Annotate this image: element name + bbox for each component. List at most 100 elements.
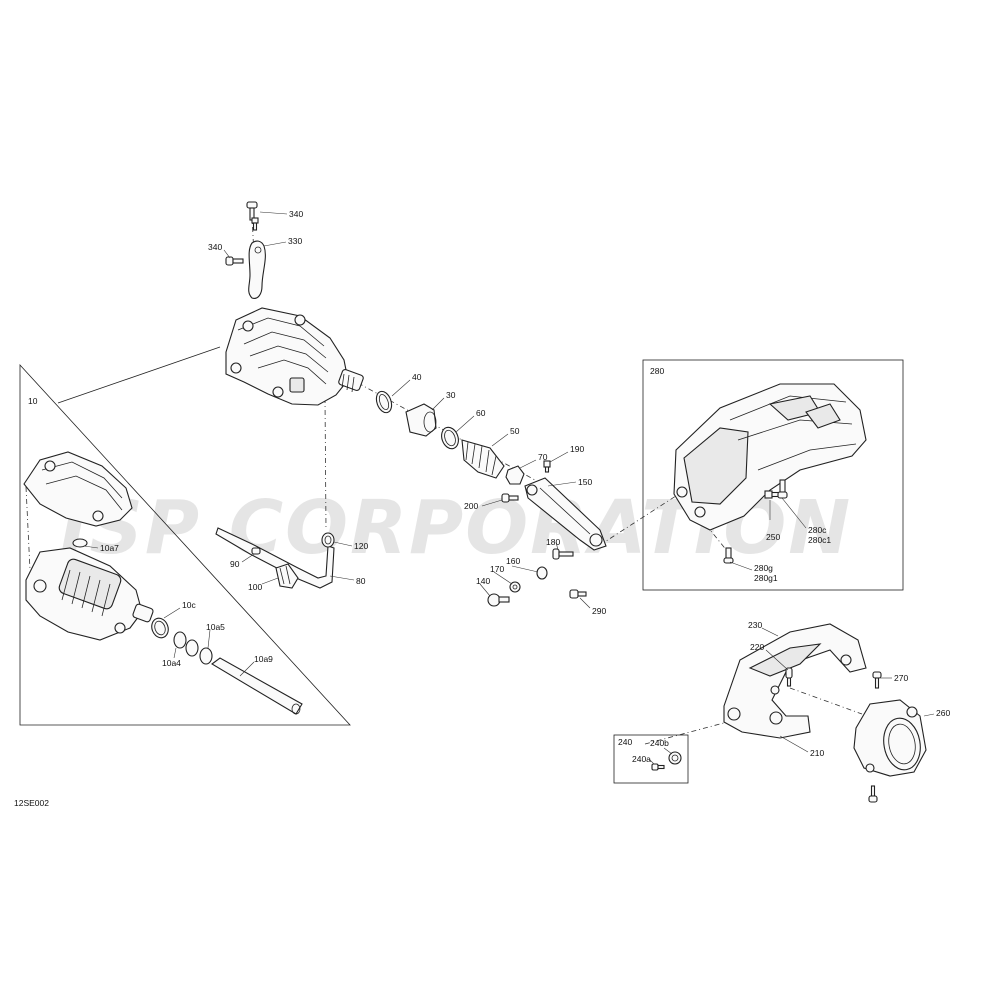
inset-pointer-line	[57, 346, 221, 404]
leader-210	[779, 735, 809, 753]
boot-100	[275, 563, 299, 589]
washer-230	[770, 685, 780, 695]
ring-10c-inner	[154, 620, 166, 636]
leader-90	[241, 553, 255, 563]
label-280c: 280c	[808, 525, 827, 535]
leader-30	[431, 397, 445, 411]
link-rod-150	[524, 477, 607, 551]
label-340-side: 340	[208, 242, 222, 252]
inset-shaft-spline	[132, 603, 154, 623]
axis-line-240	[644, 719, 736, 745]
label-280c1: 280c1	[808, 535, 831, 545]
label-180: 180	[546, 537, 560, 547]
label-190: 190	[570, 444, 584, 454]
leader-330	[263, 241, 287, 247]
label-100: 100	[248, 582, 262, 592]
screw-340-top	[246, 201, 258, 221]
screw-340-side	[225, 256, 244, 266]
leader-140	[479, 583, 491, 597]
spacer-160	[536, 566, 548, 580]
label-170: 170	[490, 564, 504, 574]
label-230: 230	[748, 620, 762, 630]
leader-180	[555, 541, 559, 551]
nozzle-260	[853, 699, 927, 777]
leader-80	[329, 575, 355, 581]
screw-190	[543, 460, 551, 473]
frame-240	[613, 734, 689, 784]
ring-60-inner	[444, 429, 456, 447]
leader-340b	[223, 249, 231, 259]
leader-260	[923, 713, 935, 717]
bracket-210	[723, 623, 867, 739]
leader-190	[549, 451, 569, 463]
label-280: 280	[650, 366, 664, 376]
inset-frame-10	[19, 363, 351, 726]
screw-270	[872, 671, 882, 689]
label-120: 120	[354, 541, 368, 551]
inset-gear-housing	[25, 547, 143, 641]
clamp-40-inner	[378, 393, 390, 411]
clamp-40	[375, 390, 393, 414]
label-140: 140	[476, 576, 490, 586]
leader-290	[579, 597, 591, 609]
small-screw-340	[251, 217, 259, 231]
washer-170	[509, 581, 521, 593]
ring-10a4b	[185, 639, 199, 657]
label-270: 270	[894, 673, 908, 683]
leader-40	[391, 379, 411, 397]
ring-10a5	[199, 647, 213, 665]
leader-70	[519, 459, 537, 469]
inset-cover-top	[23, 451, 133, 527]
leader-10a7	[83, 545, 99, 549]
screw-240a	[651, 763, 665, 771]
cover-280	[673, 383, 867, 531]
label-160: 160	[506, 556, 520, 566]
label-10a7: 10a7	[100, 543, 119, 553]
leader-170	[493, 571, 513, 585]
bolt-180	[552, 548, 574, 560]
ring-60	[441, 426, 459, 450]
coupler-30	[405, 403, 437, 437]
label-30: 30	[446, 390, 456, 400]
screw-280g	[723, 547, 734, 564]
label-50: 50	[510, 426, 520, 436]
leader-200	[481, 499, 503, 507]
bolt-220	[785, 667, 793, 687]
leader-230	[761, 627, 779, 637]
axis-line-bracket	[599, 491, 683, 546]
nut-70	[505, 465, 525, 485]
arm-330-hole	[254, 246, 262, 254]
leader-150	[547, 481, 577, 487]
label-10: 10	[28, 396, 38, 406]
rod-10a9-end	[291, 703, 301, 715]
rod-10a9	[211, 657, 303, 715]
label-340-top: 340	[289, 209, 303, 219]
leader-160	[511, 565, 539, 573]
screw-260-bottom	[868, 785, 878, 803]
gearbox-housing-main	[225, 307, 349, 406]
axis-line-screws	[251, 214, 257, 299]
label-240: 240	[618, 737, 632, 747]
label-330: 330	[288, 236, 302, 246]
frame-280	[642, 359, 904, 591]
leader-10a4	[173, 647, 177, 659]
bracket-90	[251, 547, 261, 555]
label-80: 80	[356, 576, 366, 586]
stud-290	[569, 589, 587, 599]
leader-280c	[781, 497, 807, 529]
fitting-120	[321, 532, 335, 548]
o-ring-10a7	[72, 538, 88, 548]
bolt-140	[487, 593, 510, 607]
axis-line-220	[789, 687, 863, 715]
label-60: 60	[476, 408, 486, 418]
leader-100	[261, 577, 279, 585]
diagram-code: 12SE002	[14, 798, 49, 808]
ring-10a4a	[173, 631, 187, 649]
bushing-240b	[668, 751, 682, 765]
leader-240b	[663, 747, 673, 755]
leader-10c	[163, 607, 181, 619]
leader-60	[455, 415, 475, 433]
cable-80	[215, 527, 335, 589]
